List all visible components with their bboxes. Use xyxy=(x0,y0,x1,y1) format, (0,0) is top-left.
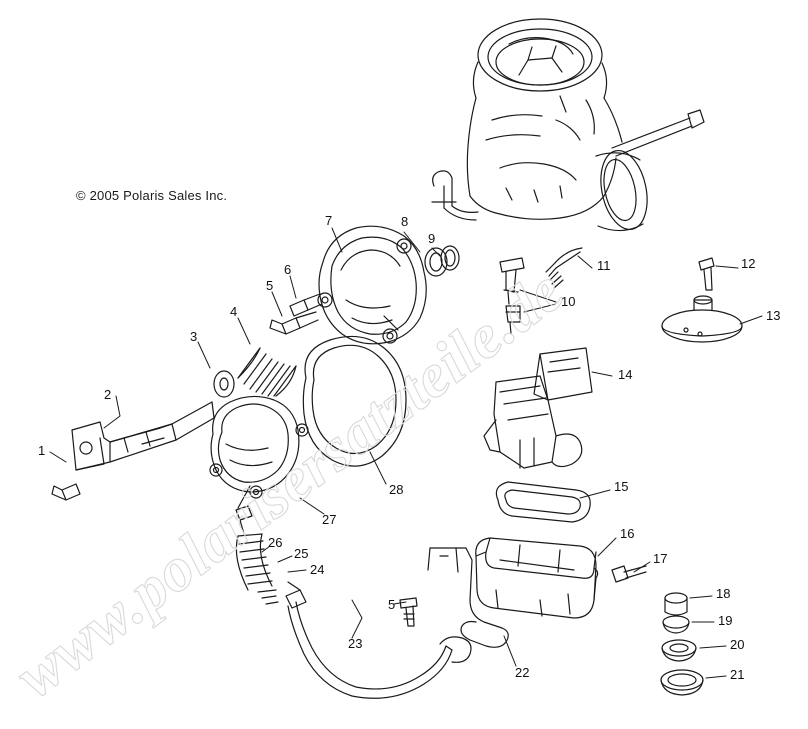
callout-21: 21 xyxy=(730,667,745,682)
part-10-11-jets xyxy=(499,247,583,335)
leader-lines xyxy=(49,227,763,679)
parts-1-6-throttle-arm xyxy=(51,293,323,501)
part-16-float-bowl xyxy=(475,537,599,619)
callout-17: 17 xyxy=(653,551,668,566)
part-27-bowl-cover xyxy=(209,395,309,535)
part-23-hose xyxy=(285,581,472,699)
part-22-float-bracket xyxy=(399,547,509,648)
callout-7: 7 xyxy=(325,213,333,228)
part-8-9-orings xyxy=(424,245,460,277)
callout-23: 23 xyxy=(348,636,363,651)
part-15-gasket xyxy=(495,481,591,523)
parts-24-26-spring xyxy=(235,533,279,605)
callout-28: 28 xyxy=(389,482,404,497)
callout-9: 9 xyxy=(428,231,436,246)
parts-17-21-drain xyxy=(611,565,704,696)
callout-8: 8 xyxy=(401,214,409,229)
callout-3: 3 xyxy=(190,329,198,344)
callout-24: 24 xyxy=(310,562,325,577)
callout-26: 26 xyxy=(268,535,283,550)
callout-5-lower: 5 xyxy=(388,597,396,612)
callout-10: 10 xyxy=(561,294,576,309)
callout-13: 13 xyxy=(766,308,781,323)
callout-14: 14 xyxy=(618,367,633,382)
callout-20: 20 xyxy=(730,637,745,652)
callout-5: 5 xyxy=(266,278,274,293)
callout-18: 18 xyxy=(716,586,731,601)
part-28-oring xyxy=(302,335,407,467)
callout-27: 27 xyxy=(322,512,337,527)
part-7-body-cover xyxy=(317,225,427,345)
callout-6: 6 xyxy=(284,262,292,277)
callout-22: 22 xyxy=(515,665,530,680)
callout-19: 19 xyxy=(718,613,733,628)
callout-2: 2 xyxy=(104,387,112,402)
callout-12: 12 xyxy=(741,256,756,271)
callout-4: 4 xyxy=(230,304,238,319)
part-14-enrichener xyxy=(483,347,593,469)
callout-16: 16 xyxy=(620,526,635,541)
callout-11: 11 xyxy=(597,258,611,273)
part-12-13-cover-plate xyxy=(661,257,743,343)
callout-15: 15 xyxy=(614,479,629,494)
copyright-notice: © 2005 Polaris Sales Inc. xyxy=(76,188,228,203)
callout-25: 25 xyxy=(294,546,309,561)
callout-1: 1 xyxy=(38,443,46,458)
carburetor-body xyxy=(431,18,705,232)
